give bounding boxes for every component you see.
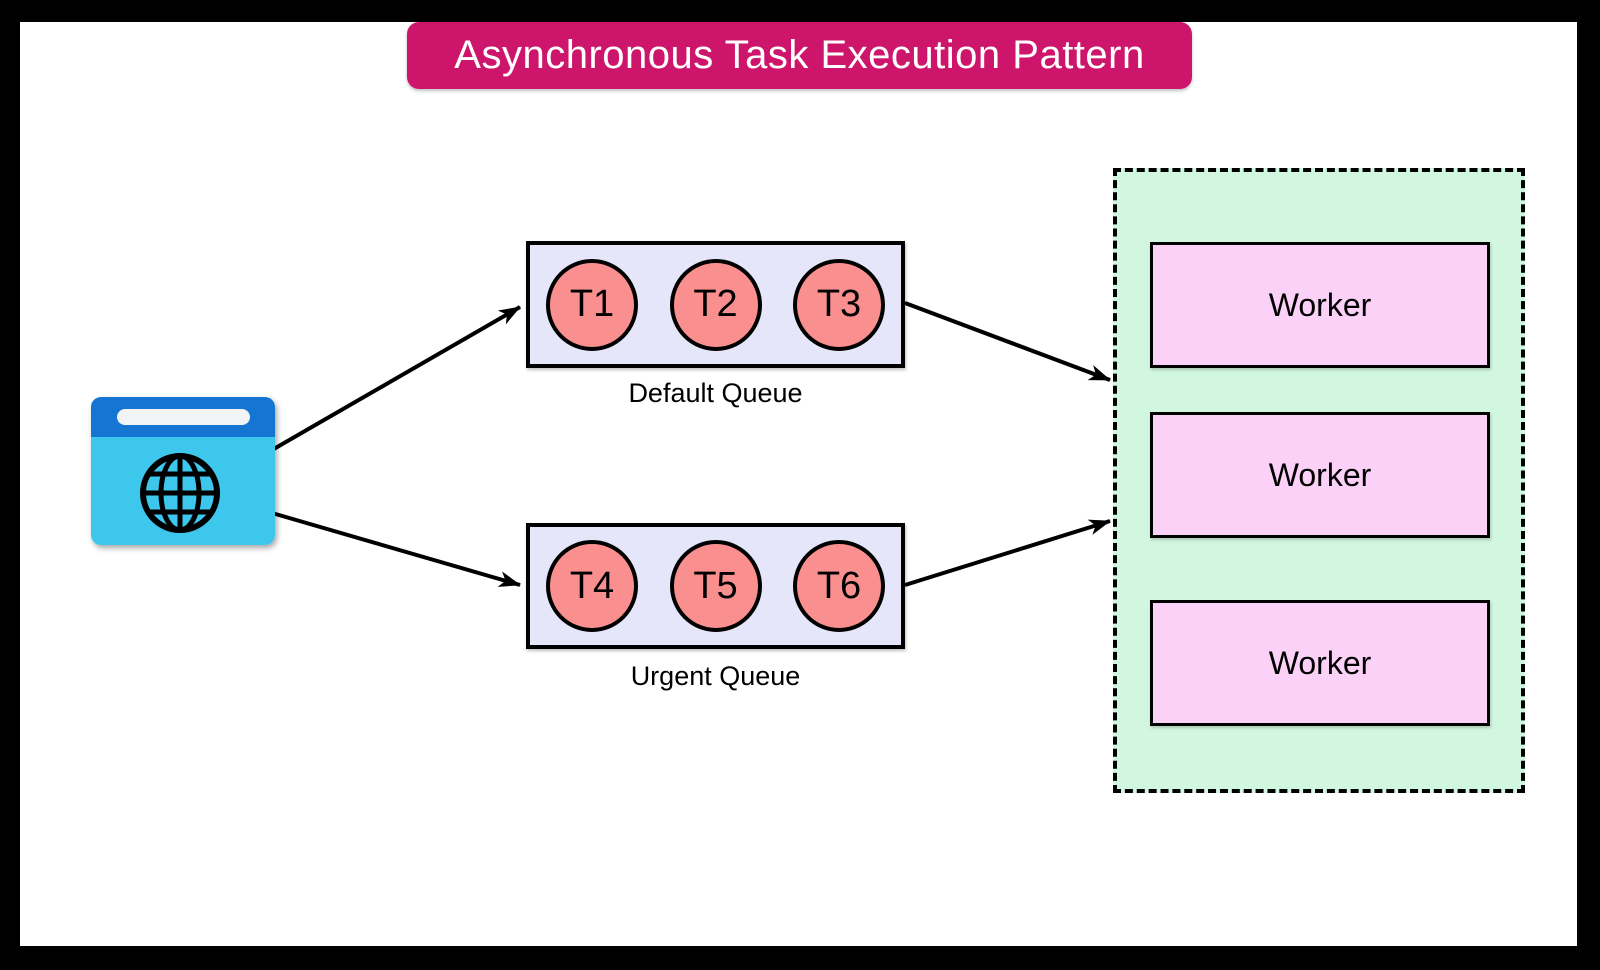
default-queue-label: Default Queue xyxy=(628,378,803,408)
task-label: T4 xyxy=(569,564,615,607)
worker-pool: Worker Worker Worker xyxy=(1113,168,1525,793)
diagram-title: Asynchronous Task Execution Pattern xyxy=(454,33,1145,77)
task-label: T6 xyxy=(816,564,862,607)
task-label: T3 xyxy=(816,283,862,325)
title-banner: Asynchronous Task Execution Pattern xyxy=(407,22,1192,89)
task-circle-t5: T5 xyxy=(669,540,762,632)
worker-box-2: Worker xyxy=(1150,412,1490,538)
task-label: T5 xyxy=(693,564,738,607)
worker-box-1: Worker xyxy=(1150,242,1490,368)
task-circle-t3: T3 xyxy=(793,258,885,351)
worker-label: Worker xyxy=(1268,286,1372,323)
web-client-icon xyxy=(91,397,275,545)
worker-box-3: Worker xyxy=(1150,600,1490,726)
worker-label: Worker xyxy=(1268,456,1372,493)
globe-icon xyxy=(140,453,220,533)
urgent-queue: T4 T5 T6 xyxy=(526,523,905,649)
task-circle-t2: T2 xyxy=(669,258,762,351)
browser-address-bar xyxy=(117,409,250,425)
task-circle-t4: T4 xyxy=(546,540,638,632)
task-circle-t1: T1 xyxy=(546,258,638,351)
worker-label: Worker xyxy=(1268,644,1372,681)
task-label: T2 xyxy=(693,283,738,325)
urgent-queue-label: Urgent Queue xyxy=(630,661,801,691)
task-circle-t6: T6 xyxy=(793,540,885,632)
task-label: T1 xyxy=(569,283,615,325)
default-queue: T1 T2 T3 xyxy=(526,241,905,368)
